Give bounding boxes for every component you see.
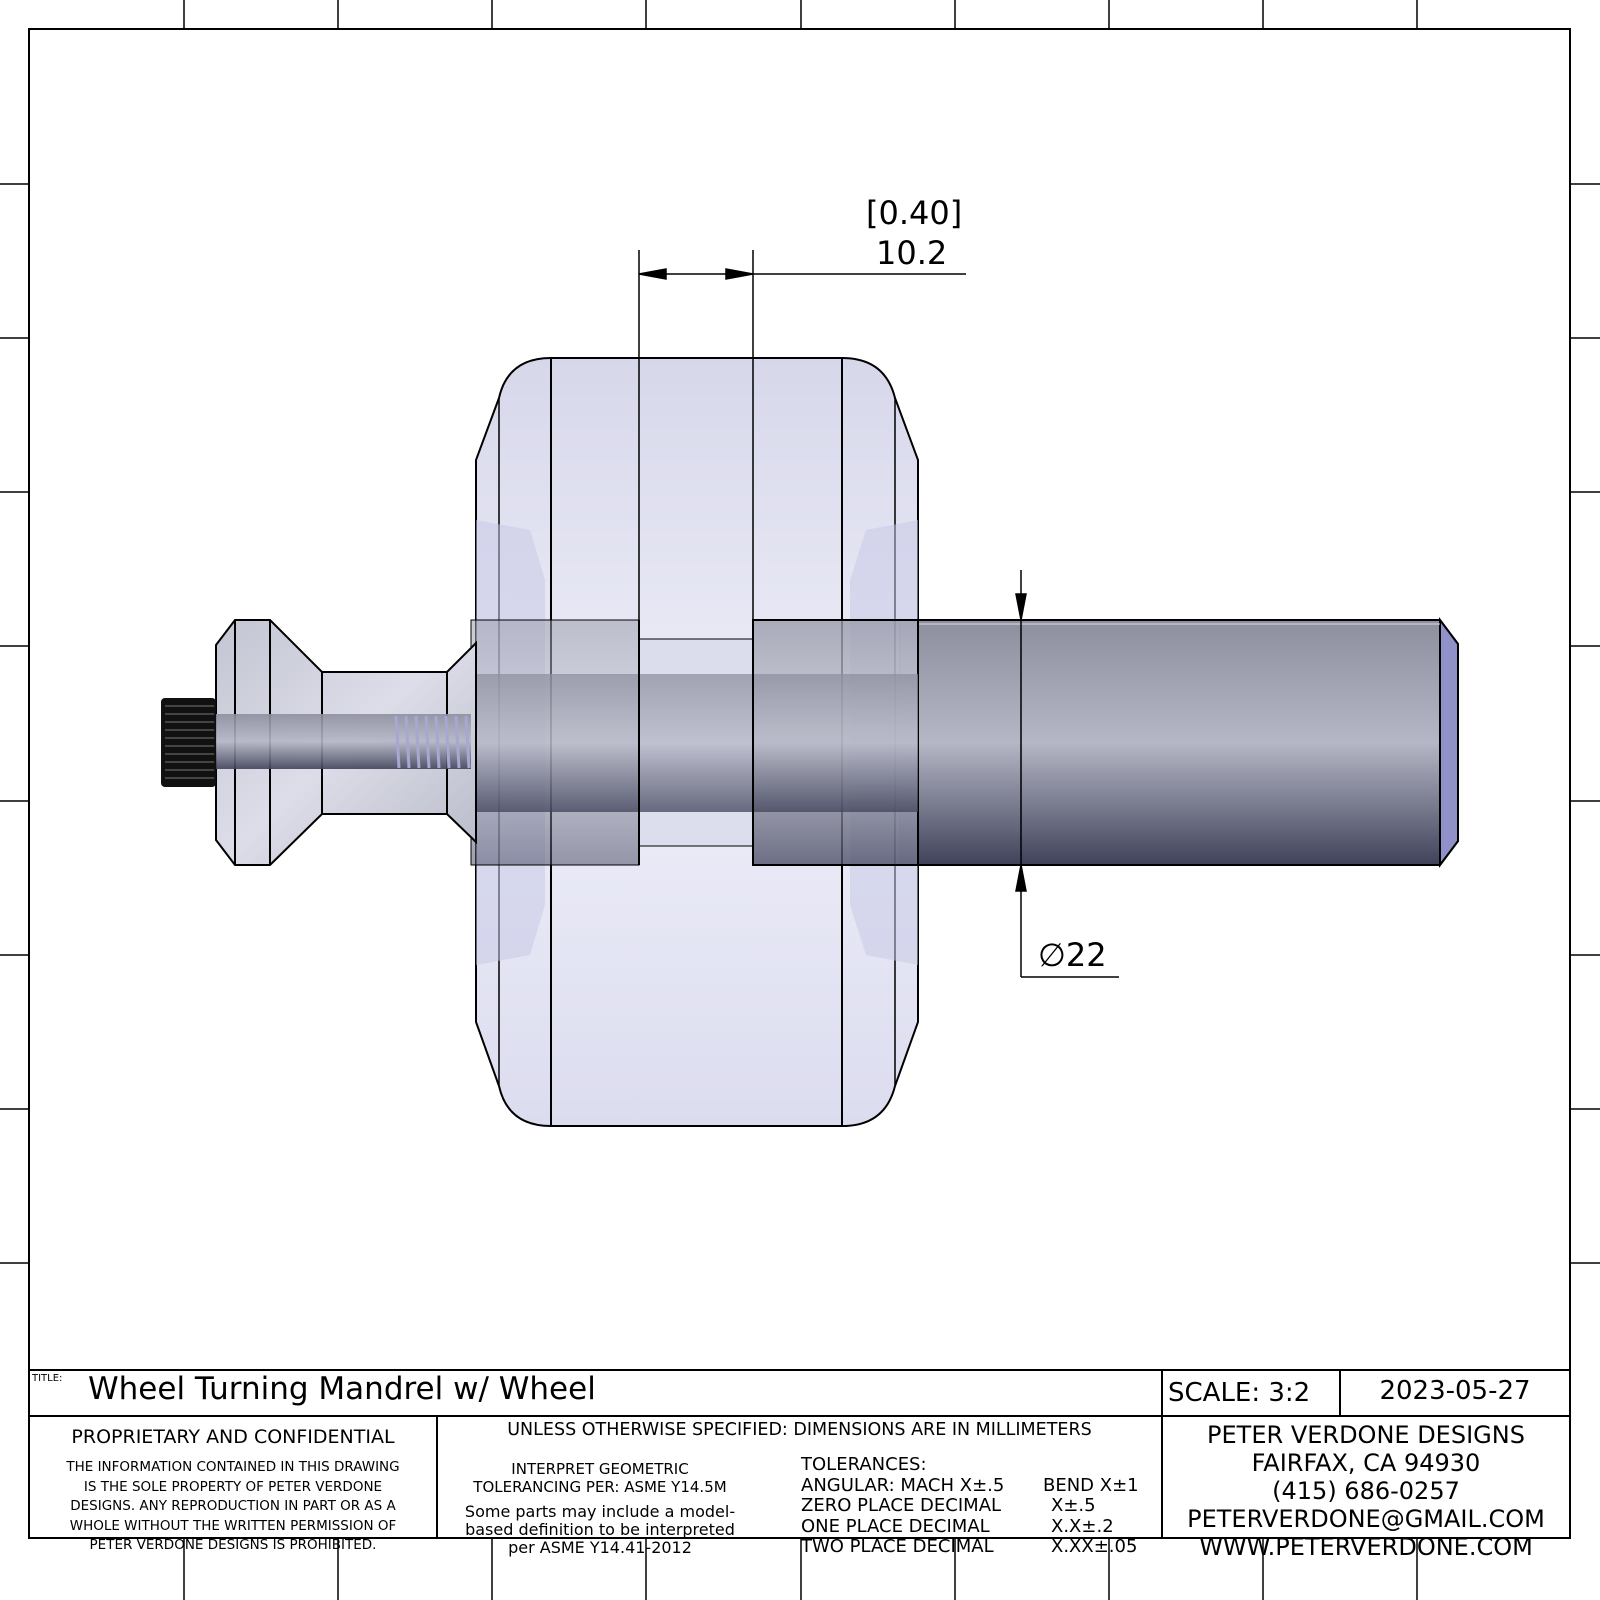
gdt-line: TOLERANCING PER: ASME Y14.5M — [473, 1478, 727, 1496]
width-dimension — [638, 250, 966, 620]
company-email: PETERVERDONE@GMAIL.COM — [1187, 1505, 1545, 1533]
gdt-line: INTERPRET GEOMETRIC — [511, 1460, 689, 1478]
date: 2023-05-27 — [1379, 1376, 1531, 1406]
tolerance-value: X.XX±.05 — [1051, 1536, 1138, 1557]
proprietary-line: PETER VERDONE DESIGNS IS PROHIBITED. — [89, 1537, 377, 1553]
tolerances-heading: TOLERANCES: — [801, 1454, 927, 1475]
tolerance-label: ZERO PLACE DECIMAL — [801, 1495, 1002, 1516]
mbd-note: Some parts may include a model- based de… — [445, 1503, 755, 1557]
clamp-cone — [215, 619, 477, 866]
company-address: FAIRFAX, CA 94930 — [1251, 1449, 1481, 1477]
tolerance-row: ANGULAR: MACH X±.5 BEND X±1 — [801, 1474, 1139, 1497]
mbd-line: based definition to be interpreted — [465, 1520, 735, 1539]
mbd-line: Some parts may include a model- — [464, 1502, 736, 1521]
proprietary-line: THE INFORMATION CONTAINED IN THIS DRAWIN… — [66, 1459, 400, 1475]
knurled-knob — [161, 698, 216, 787]
diameter-dimension — [1015, 570, 1119, 978]
gdt-note: INTERPRET GEOMETRIC TOLERANCING PER: ASM… — [445, 1460, 755, 1496]
diameter-symbol: ∅ — [1038, 936, 1066, 974]
units-note: UNLESS OTHERWISE SPECIFIED: DIMENSIONS A… — [507, 1420, 1092, 1440]
scale: SCALE: 3:2 — [1168, 1378, 1311, 1408]
tolerance-row: TWO PLACE DECIMAL X.XX±.05 — [801, 1536, 1139, 1558]
tolerance-label: TWO PLACE DECIMAL — [801, 1536, 994, 1557]
tolerance-label: ONE PLACE DECIMAL — [801, 1515, 990, 1537]
bore-sleeves — [470, 619, 919, 866]
diameter-value: 22 — [1065, 936, 1107, 974]
tolerance-value: X±.5 — [1051, 1495, 1096, 1516]
proprietary-notice: THE INFORMATION CONTAINED IN THIS DRAWIN… — [29, 1458, 437, 1556]
tolerance-label: ANGULAR: MACH X±.5 — [801, 1474, 1005, 1496]
thread — [394, 715, 471, 769]
mbd-line: per ASME Y14.41-2012 — [508, 1538, 692, 1557]
proprietary-line: DESIGNS. ANY REPRODUCTION IN PART OR AS … — [70, 1498, 396, 1514]
width-dimension-mm: 10.2 — [876, 234, 948, 272]
tolerance-value: X.X±.2 — [1051, 1515, 1114, 1537]
drawing-title: Wheel Turning Mandrel w/ Wheel — [88, 1371, 596, 1407]
title-label: TITLE: — [32, 1373, 63, 1384]
width-dimension-inch: [0.40] — [866, 194, 963, 232]
tolerance-row: ZERO PLACE DECIMAL X±.5 — [801, 1495, 1139, 1517]
tolerance-value: BEND X±1 — [1043, 1474, 1139, 1496]
company-info: PETER VERDONE DESIGNS FAIRFAX, CA 94930 … — [1162, 1421, 1570, 1561]
proprietary-heading: PROPRIETARY AND CONFIDENTIAL — [71, 1426, 395, 1448]
mandrel-shaft — [899, 617, 1459, 868]
company-website: WWW.PETERVERDONE.COM — [1199, 1533, 1533, 1561]
tolerance-row: ONE PLACE DECIMAL X.X±.2 — [801, 1515, 1139, 1538]
company-name: PETER VERDONE DESIGNS — [1207, 1421, 1525, 1449]
proprietary-line: WHOLE WITHOUT THE WRITTEN PERMISSION OF — [69, 1517, 397, 1534]
company-phone: (415) 686-0257 — [1272, 1477, 1460, 1505]
diameter-dimension-label: ∅22 — [1038, 936, 1107, 974]
proprietary-line: IS THE SOLE PROPERTY OF PETER VERDONE — [83, 1478, 383, 1495]
tolerances: TOLERANCES: ANGULAR: MACH X±.5 BEND X±1 Z… — [801, 1454, 1139, 1558]
